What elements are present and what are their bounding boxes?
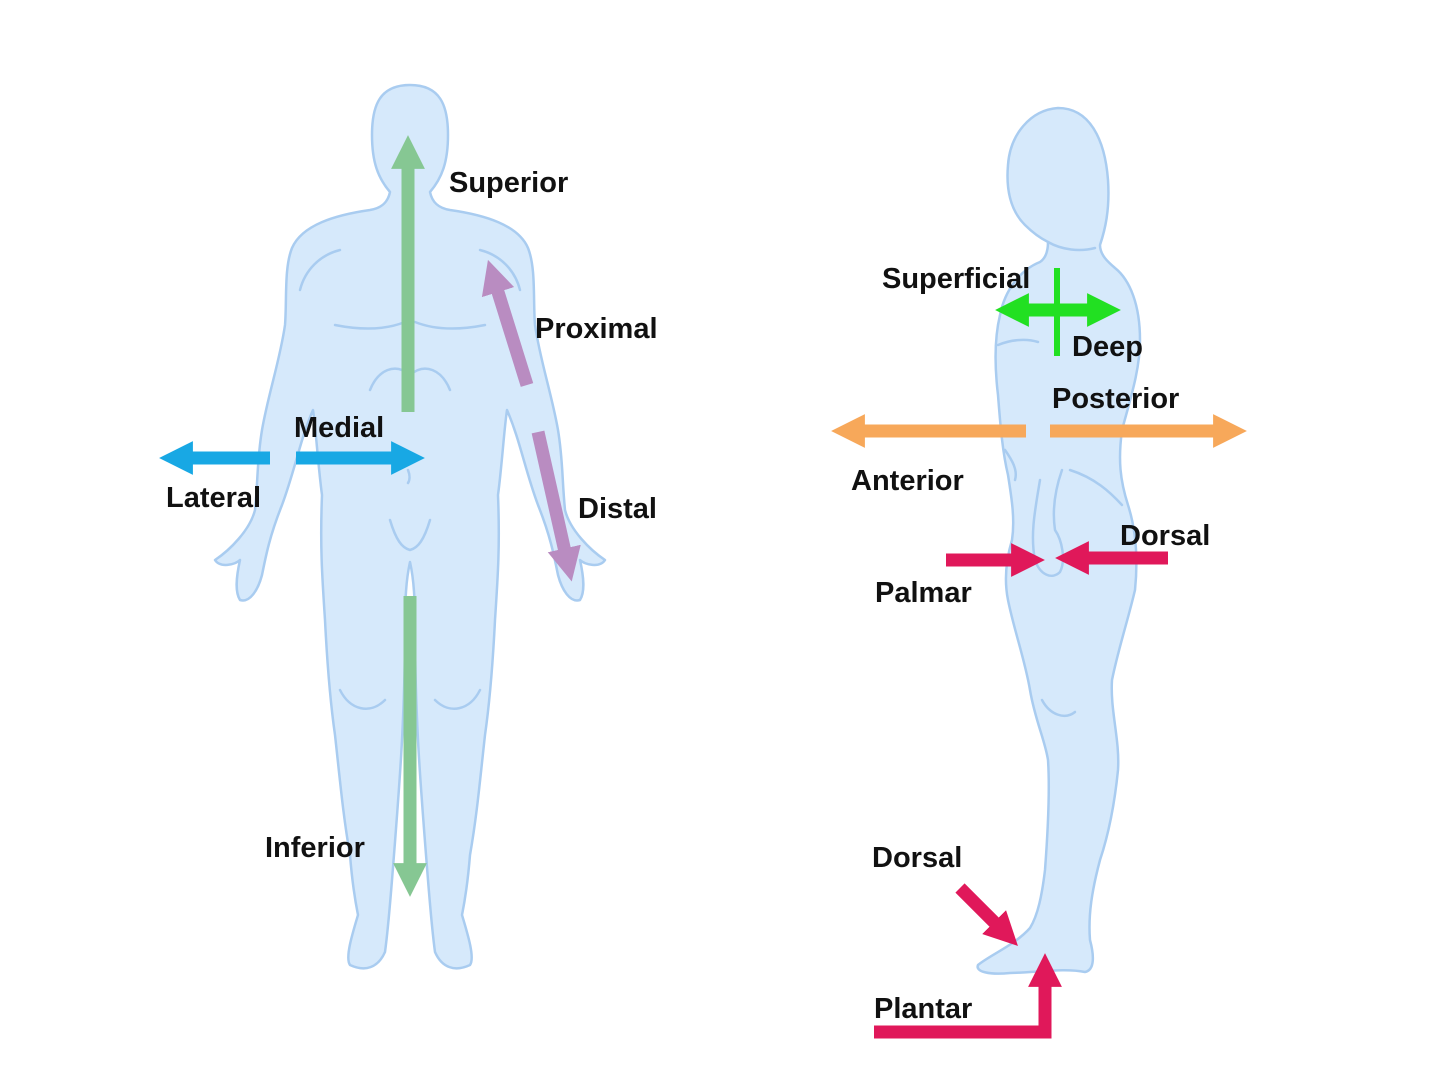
posterior-label: Posterior <box>1052 383 1180 415</box>
anterior-label: Anterior <box>851 465 964 497</box>
distal-arrow <box>531 430 581 582</box>
plantar-arrow <box>874 953 1062 1039</box>
proximal-arrow <box>481 259 534 387</box>
dorsal-foot-label: Dorsal <box>872 842 963 874</box>
dorsal-hand-label: Dorsal <box>1120 520 1211 552</box>
inferior-label: Inferior <box>265 832 365 864</box>
distal-label: Distal <box>578 493 657 525</box>
plantar-label: Plantar <box>874 993 973 1025</box>
human-body-side-icon <box>976 106 1142 975</box>
palmar-label: Palmar <box>875 577 972 609</box>
deep-label: Deep <box>1072 331 1143 363</box>
lateral-label: Lateral <box>166 482 262 514</box>
superior-label: Superior <box>449 167 569 199</box>
medial-label: Medial <box>294 412 385 444</box>
superficial-label: Superficial <box>882 263 1031 295</box>
proximal-label: Proximal <box>535 313 658 345</box>
dorsal-foot-arrow <box>955 883 1018 946</box>
